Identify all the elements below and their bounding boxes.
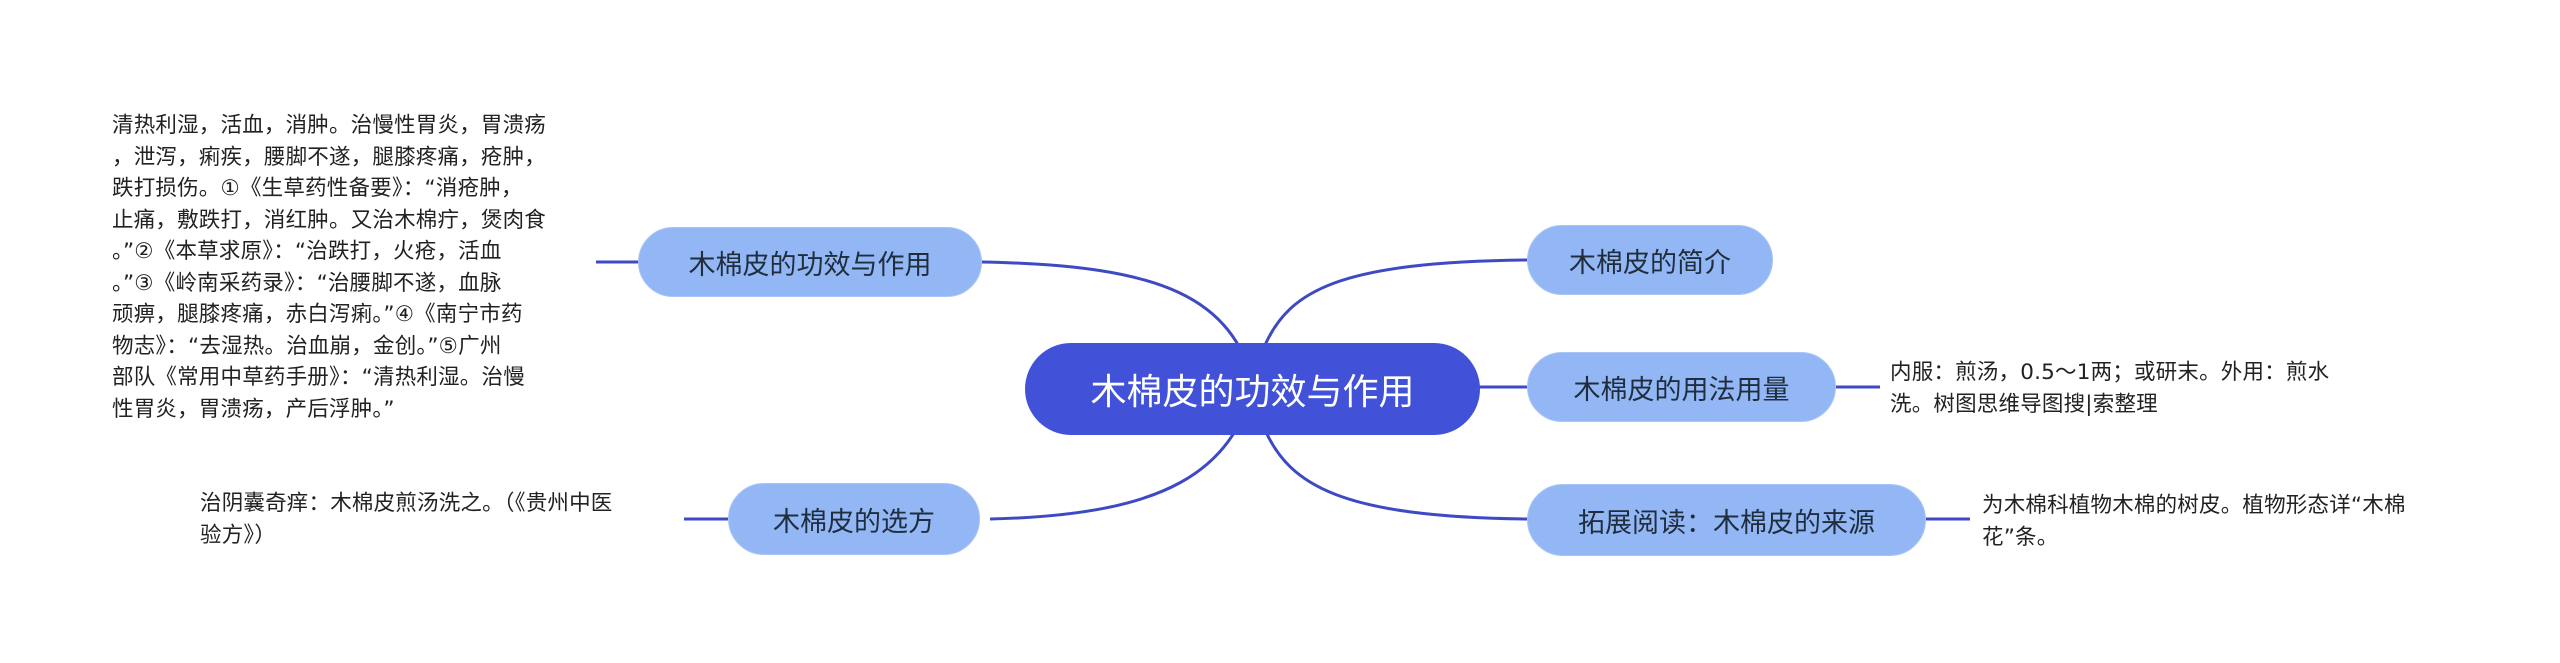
usage-detail-text: 内服：煎汤，0.5～1两；或研末。外用：煎水 洗。树图思维导图搜|索整理 [1890,360,2330,417]
branch-usage[interactable]: 木棉皮的用法用量 [1527,352,1836,422]
efficacy-detail-text: 清热利湿，活血，消肿。治慢性胃炎，胃溃疡 ，泄泻，痢疾，腰脚不遂，腿膝疼痛，疮肿… [112,113,547,422]
root-node[interactable]: 木棉皮的功效与作用 [1025,343,1480,435]
branch-efficacy-label: 木棉皮的功效与作用 [688,249,932,281]
branch-efficacy[interactable]: 木棉皮的功效与作用 [638,227,982,297]
branch-intro[interactable]: 木棉皮的简介 [1527,225,1773,295]
source-detail-text: 为木棉科植物木棉的树皮。植物形态详“木棉 花”条。 [1982,493,2406,550]
branch-prescription-label: 木棉皮的选方 [773,506,935,538]
branch-prescription[interactable]: 木棉皮的选方 [728,483,980,555]
branch-usage-label: 木棉皮的用法用量 [1573,374,1790,406]
prescription-detail-text: 治阴囊奇痒：木棉皮煎汤洗之。（《贵州中医 验方》） [200,491,613,548]
connector-root-intro [1263,258,1529,346]
branch-source[interactable]: 拓展阅读：木棉皮的来源 [1527,484,1926,556]
branch-source-label: 拓展阅读：木棉皮的来源 [1578,507,1875,539]
connector-root-source [1263,429,1529,521]
branch-intro-label: 木棉皮的简介 [1569,247,1731,279]
root-title: 木棉皮的功效与作用 [1090,372,1415,413]
